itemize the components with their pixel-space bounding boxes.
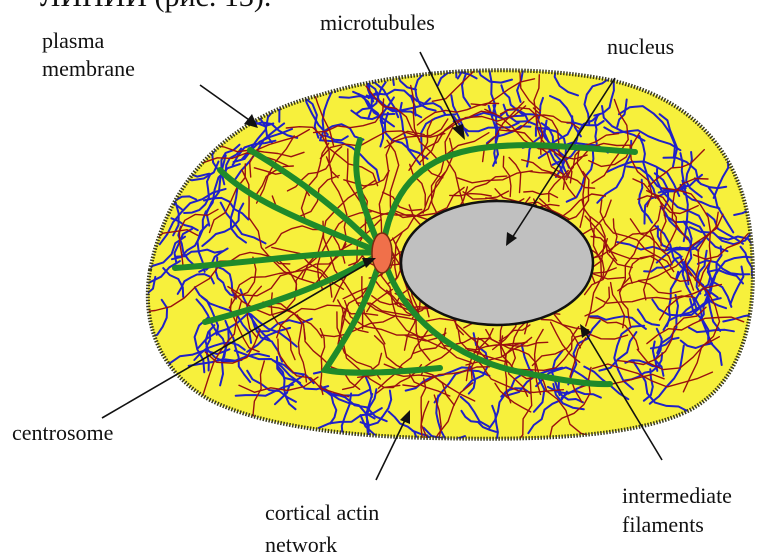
label-microtubules: microtubules <box>320 10 435 35</box>
actin-filament <box>454 22 460 78</box>
actin-filament <box>323 51 336 93</box>
actin-filament <box>125 161 182 210</box>
label-network: network <box>265 532 337 557</box>
pointer-plasma-membrane <box>200 85 252 122</box>
label-cortical-actin: cortical actin <box>265 500 379 525</box>
label-nucleus: nucleus <box>607 34 674 59</box>
cell <box>104 19 781 516</box>
actin-filament <box>170 121 232 141</box>
label-intermediate: intermediate <box>622 483 732 508</box>
header-fragment: ЛИНИИ (рис. 13). <box>40 0 271 13</box>
label-plasma: plasma <box>42 28 105 53</box>
centrosome <box>372 233 392 273</box>
label-membrane: membrane <box>42 56 135 81</box>
label-centrosome: centrosome <box>12 420 113 445</box>
label-filaments: filaments <box>622 512 704 537</box>
nucleus <box>401 201 593 325</box>
